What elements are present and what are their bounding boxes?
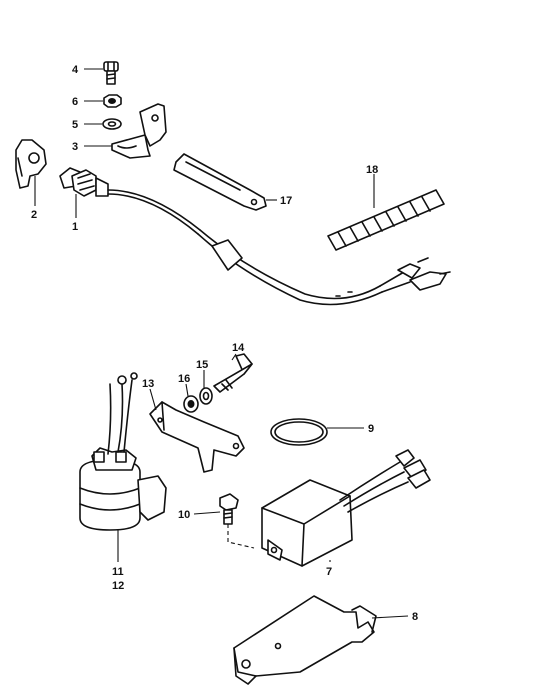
part-8-bracket (233, 595, 377, 685)
callout-15: 15 (196, 359, 208, 371)
callout-12: 12 (112, 580, 124, 592)
part-9-o-ring (270, 418, 328, 446)
part-1-switch (59, 167, 383, 306)
callout-9: 9 (368, 423, 374, 435)
callout-16: 16 (178, 373, 190, 385)
callout-10: 10 (178, 509, 190, 521)
callout-5: 5 (72, 119, 78, 131)
callout-18: 18 (366, 164, 378, 176)
part-7-module (261, 449, 431, 567)
part-5-washer (102, 118, 122, 130)
callout-13: 13 (142, 378, 154, 390)
part-17-strap (173, 153, 267, 211)
callout-6: 6 (72, 96, 78, 108)
callout-1: 1 (72, 221, 78, 233)
callout-11: 11 (112, 566, 124, 578)
callout-4: 4 (72, 64, 79, 76)
part-15-washer (199, 387, 213, 405)
part-4-bolt (103, 61, 119, 85)
callout-7: 7 (326, 566, 332, 578)
callout-3: 3 (72, 141, 78, 153)
leader-lines (34, 68, 409, 619)
part-14-bolt (213, 353, 253, 393)
part-6-nut (103, 94, 122, 108)
part-10-bolt (219, 493, 239, 525)
callout-17: 17 (280, 195, 292, 207)
assembly-guide-line (227, 524, 255, 549)
part-1-connectors (335, 257, 451, 297)
callout-8: 8 (412, 611, 418, 623)
part-18-spiral-wrap (327, 189, 445, 251)
part-13-bracket (149, 401, 245, 473)
callout-14: 14 (232, 342, 245, 354)
part-2-terminal (15, 139, 47, 189)
callout-labels: 4 6 5 3 2 1 17 18 14 15 16 13 9 10 11 12… (31, 64, 418, 623)
callout-2: 2 (31, 209, 37, 221)
part-16-nut (183, 395, 199, 413)
part-3-bracket (111, 103, 167, 159)
part-11-relay (79, 372, 167, 531)
